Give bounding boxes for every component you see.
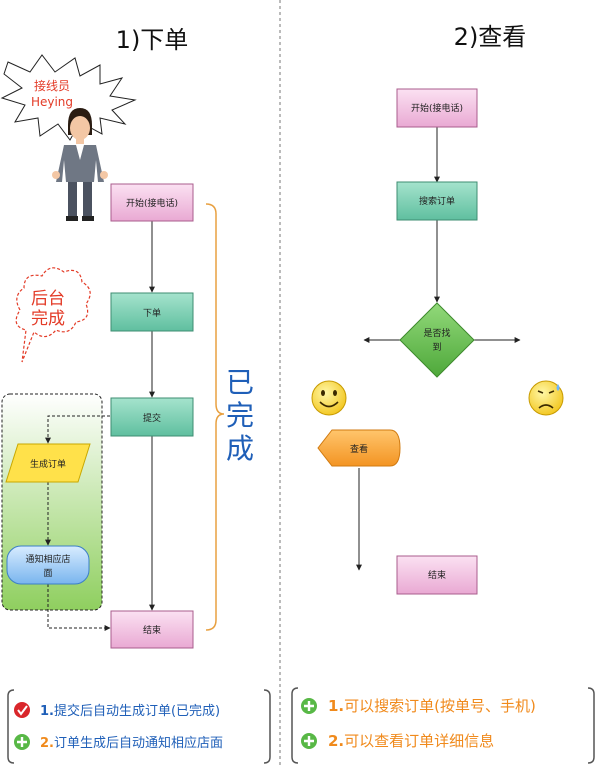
right-note-1: 1.可以搜索订单(按单号、手机) [301, 697, 536, 715]
left-title: 1)下单 [116, 26, 189, 54]
sad-face-icon [528, 380, 564, 416]
starburst-callout: 接线员 Heying [0, 54, 137, 141]
edge-submit-gen [45, 415, 110, 444]
svg-text:开始(接电话): 开始(接电话) [126, 197, 178, 209]
svg-text:1.提交后自动生成订单(已完成): 1.提交后自动生成订单(已完成) [40, 703, 220, 719]
svg-text:到: 到 [432, 341, 441, 353]
smile-icon [311, 380, 347, 416]
svg-text:结束: 结束 [143, 624, 161, 636]
operator-label: 接线员 [34, 78, 70, 93]
svg-text:面: 面 [43, 568, 52, 579]
node-search-order: 搜索订单 [396, 181, 478, 221]
node-start-left: 开始(接电话) [110, 183, 194, 222]
right-note-2: 2.可以查看订单详细信息 [301, 732, 494, 750]
left-notes-bracket-open [7, 689, 15, 764]
left-note-1: 1.提交后自动生成订单(已完成) [14, 702, 220, 719]
right-notes-bracket-open [291, 687, 299, 764]
svg-text:生成订单: 生成订单 [30, 458, 66, 470]
svg-text:下单: 下单 [143, 307, 161, 319]
svg-text:通知相应店: 通知相应店 [25, 553, 70, 565]
svg-text:2.可以查看订单详细信息: 2.可以查看订单详细信息 [328, 732, 494, 750]
backend-cloud-callout: 后台 完成 [15, 267, 91, 363]
svg-text:搜索订单: 搜索订单 [419, 195, 455, 207]
left-notes-bracket-close [263, 689, 271, 764]
node-view: 查看 [317, 429, 401, 467]
node-notify-store: 通知相应店 面 [6, 545, 90, 585]
svg-text:提交: 提交 [143, 412, 161, 424]
right-title: 2)查看 [454, 23, 527, 51]
svg-text:开始(接电话): 开始(接电话) [411, 102, 463, 114]
right-notes-bracket-close [587, 687, 595, 764]
completed-label-2: 完 [226, 399, 254, 432]
svg-text:1.可以搜索订单(按单号、手机): 1.可以搜索订单(按单号、手机) [328, 697, 536, 715]
node-decision-found: 是否找 到 [399, 302, 475, 378]
node-generate-order: 生成订单 [5, 443, 91, 483]
svg-text:是否找: 是否找 [423, 327, 450, 339]
edge-notify-end [47, 584, 111, 631]
completed-brace [205, 203, 225, 631]
plus-icon [14, 734, 30, 750]
completed-label-1: 已 [226, 366, 254, 399]
operator-avatar [52, 108, 108, 221]
cloud-label-line1: 后台 [31, 289, 65, 309]
cloud-label-line2: 完成 [31, 309, 65, 329]
check-icon [14, 702, 30, 718]
svg-text:2.订单生成后自动通知相应店面: 2.订单生成后自动通知相应店面 [40, 735, 223, 751]
plus-icon [301, 733, 317, 749]
completed-label-3: 成 [226, 432, 254, 465]
operator-name: Heying [31, 95, 73, 109]
node-submit: 提交 [110, 397, 194, 437]
svg-text:结束: 结束 [428, 569, 446, 581]
node-start-right: 开始(接电话) [396, 88, 478, 128]
plus-icon [301, 698, 317, 714]
svg-text:查看: 查看 [350, 443, 368, 455]
left-note-2: 2.订单生成后自动通知相应店面 [14, 734, 223, 751]
node-end-right: 结束 [396, 555, 478, 595]
node-order: 下单 [110, 292, 194, 332]
node-end-left: 结束 [110, 610, 194, 649]
